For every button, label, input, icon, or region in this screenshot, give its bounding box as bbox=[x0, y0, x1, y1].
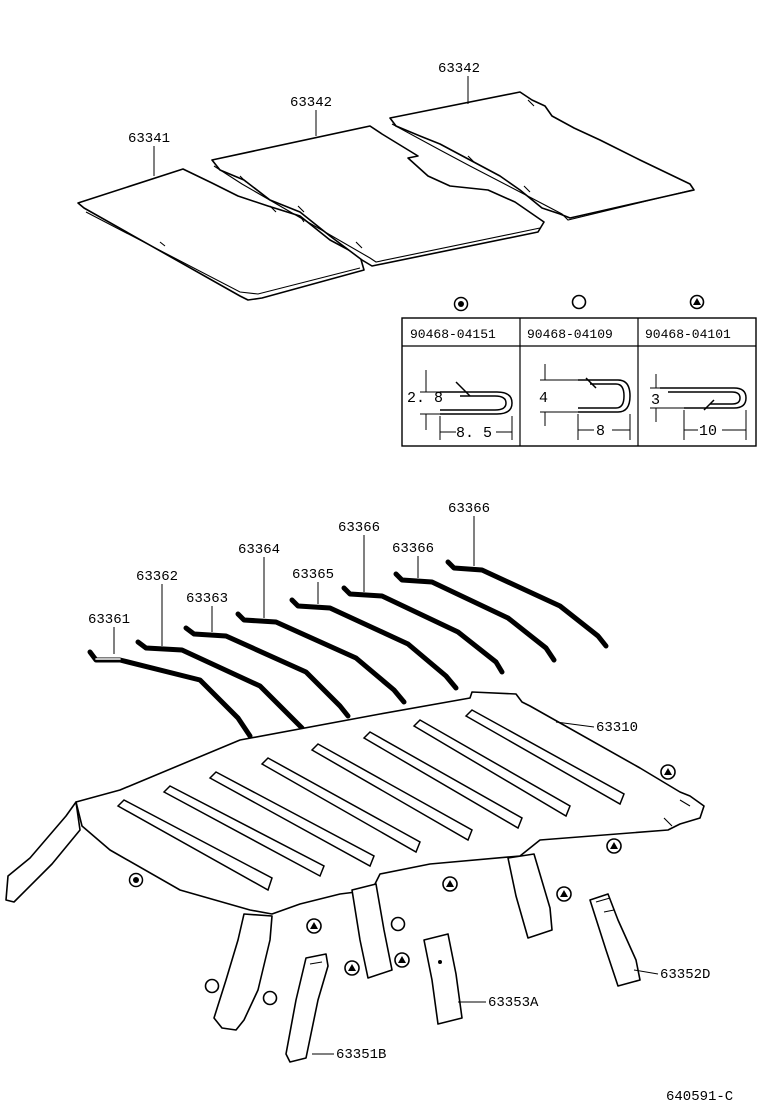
label-63366-3: 63366 bbox=[448, 501, 490, 517]
panel-63342-right bbox=[389, 91, 695, 221]
clip-drawing-2: 4 8 bbox=[539, 364, 631, 440]
label-63366-1: 63366 bbox=[338, 520, 380, 536]
clip-part-no-3: 90468-04101 bbox=[645, 327, 731, 342]
label-63363: 63363 bbox=[186, 591, 228, 607]
support-rods bbox=[87, 559, 609, 739]
headliner-grooves bbox=[116, 709, 625, 892]
clip-table: 90468-04151 90468-04109 90468-04101 2. 8… bbox=[401, 294, 757, 447]
rod-63366-2 bbox=[393, 571, 557, 663]
label-63352D: 63352D bbox=[660, 967, 710, 983]
rod-63362 bbox=[135, 639, 305, 731]
triangle-icon bbox=[660, 764, 676, 780]
garnish-63351B bbox=[285, 953, 329, 1063]
triangle-icon bbox=[689, 294, 705, 310]
label-63366-2: 63366 bbox=[392, 541, 434, 557]
label-63342-right: 63342 bbox=[438, 61, 480, 77]
garnish-63353A bbox=[423, 933, 463, 1025]
rod-63366-3 bbox=[445, 559, 609, 649]
label-63365: 63365 bbox=[292, 567, 334, 583]
rod-63364 bbox=[235, 611, 407, 705]
label-63351B: 63351B bbox=[336, 1047, 386, 1063]
label-63310: 63310 bbox=[596, 720, 638, 736]
leader-63352D bbox=[633, 969, 659, 975]
clip-length-1: 8. 5 bbox=[456, 425, 492, 442]
triangle-icon bbox=[606, 838, 622, 854]
label-63364: 63364 bbox=[238, 542, 280, 558]
rod-63363 bbox=[183, 625, 351, 719]
clip-part-no-2: 90468-04109 bbox=[527, 327, 613, 342]
circle-icon bbox=[571, 294, 587, 310]
headliner-63310 bbox=[5, 691, 705, 915]
label-63341: 63341 bbox=[128, 131, 170, 147]
triangle-icon bbox=[442, 876, 458, 892]
clip-length-3: 10 bbox=[699, 423, 717, 440]
circle-icon bbox=[262, 990, 278, 1006]
clip-length-2: 8 bbox=[596, 423, 605, 440]
garnish-63352D bbox=[589, 893, 641, 987]
circle-icon bbox=[390, 916, 406, 932]
double-circle-icon bbox=[128, 872, 144, 888]
clip-part-no-1: 90468-04151 bbox=[410, 327, 496, 342]
label-63362: 63362 bbox=[136, 569, 178, 585]
figure-id: 640591-C bbox=[666, 1089, 733, 1105]
double-circle-icon bbox=[453, 296, 469, 312]
label-63361: 63361 bbox=[88, 612, 130, 628]
clip-height-3: 3 bbox=[651, 392, 660, 409]
panel-63342-middle bbox=[211, 125, 545, 267]
label-63353A: 63353A bbox=[488, 995, 539, 1011]
triangle-icon bbox=[394, 952, 410, 968]
circle-icon bbox=[204, 978, 220, 994]
clip-height-1: 2. 8 bbox=[407, 390, 443, 407]
label-63342-middle: 63342 bbox=[290, 95, 332, 111]
triangle-icon bbox=[556, 886, 572, 902]
clip-height-2: 4 bbox=[539, 390, 548, 407]
rod-63366-1 bbox=[341, 585, 505, 675]
triangle-icon bbox=[344, 960, 360, 976]
clip-drawing-3: 3 10 bbox=[650, 374, 747, 440]
triangle-icon bbox=[306, 918, 322, 934]
pillar-garnishes bbox=[213, 853, 553, 1031]
leader-63310 bbox=[555, 721, 595, 728]
rod-63361 bbox=[87, 649, 253, 739]
rod-63365 bbox=[289, 597, 459, 691]
clip-drawing-1: 2. 8 8. 5 bbox=[407, 370, 513, 442]
